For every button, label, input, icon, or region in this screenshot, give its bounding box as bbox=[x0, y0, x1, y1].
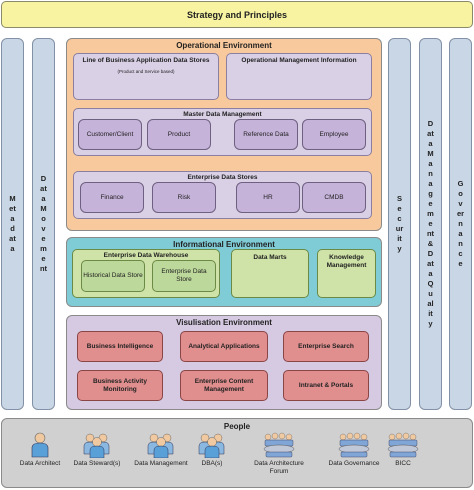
person-bicc: BICC bbox=[368, 430, 438, 482]
eds-finance: Finance bbox=[80, 182, 144, 213]
vis-item-label: Analytical Applications bbox=[188, 342, 260, 350]
people-title: People bbox=[223, 422, 251, 431]
data-management-quality-label: Data Management & Data Quality bbox=[426, 119, 437, 328]
person-label: DBA(s) bbox=[201, 460, 223, 467]
data-management-quality-bar: Data Management & Data Quality bbox=[419, 38, 442, 410]
person-data-governance: Data Governance bbox=[319, 430, 389, 482]
edw-title: Enterprise Data Warehouse bbox=[103, 252, 189, 259]
metadata-bar: Metadata bbox=[1, 38, 24, 410]
single-person-icon bbox=[31, 432, 49, 458]
person-label: Data Steward(s) bbox=[73, 460, 121, 467]
data-movement-label: Data Movement bbox=[39, 174, 48, 273]
person-label: Data Management bbox=[134, 460, 188, 467]
omi-title: Operational Management Information bbox=[241, 57, 357, 64]
data-marts: Data Marts bbox=[231, 249, 309, 298]
strategy-principles-bar: Strategy and Principles bbox=[1, 1, 473, 28]
person-label: Data Governance bbox=[328, 460, 380, 467]
group-people-icon bbox=[83, 433, 110, 458]
vis-item-label: Enterprise Content Management bbox=[194, 377, 254, 393]
person-label: Data Architect bbox=[19, 460, 61, 467]
eds-title: Enterprise Data Stores bbox=[187, 174, 258, 181]
visualisation-title: Visulisation Environment bbox=[176, 318, 272, 327]
edw-item-label: Historical Data Store bbox=[83, 272, 143, 279]
lob-title: Line of Business Application Data Stores bbox=[82, 57, 210, 64]
enterprise-content-management: Enterprise Content Management bbox=[180, 370, 268, 401]
eds-cmdb: CMDB bbox=[302, 182, 366, 213]
metadata-label: Metadata bbox=[9, 194, 16, 253]
lob-subtitle: (Product and Service based) bbox=[117, 69, 175, 74]
group-people-icon bbox=[198, 433, 225, 458]
enterprise-data-store: Enterprise Data Store bbox=[152, 260, 216, 292]
lob-data-stores: Line of Business Application Data Stores… bbox=[73, 53, 219, 100]
vis-item-label: Intranet & Portals bbox=[298, 381, 354, 389]
meeting-table-icon bbox=[387, 432, 419, 458]
eds-item-label: Finance bbox=[100, 193, 124, 201]
meeting-table-icon bbox=[338, 432, 370, 458]
mdm-employee: Employee bbox=[302, 119, 366, 150]
mdm-item-label: Reference Data bbox=[243, 130, 289, 138]
person-dbas: DBA(s) bbox=[177, 430, 247, 482]
enterprise-search: Enterprise Search bbox=[283, 331, 369, 362]
meeting-table-icon bbox=[263, 432, 295, 458]
historical-data-store: Historical Data Store bbox=[81, 260, 145, 292]
data-marts-label: Data Marts bbox=[253, 254, 287, 261]
vis-item-label: Business Activity Monitoring bbox=[93, 377, 147, 393]
knowledge-management: Knowledge Management bbox=[317, 249, 376, 298]
operational-title: Operational Environment bbox=[176, 41, 272, 50]
eds-hr: HR bbox=[236, 182, 300, 213]
eds-item-label: HR bbox=[263, 193, 273, 201]
mdm-item-label: Employee bbox=[319, 130, 349, 138]
group-people-icon bbox=[147, 433, 174, 458]
mdm-item-label: Customer/Client bbox=[86, 130, 134, 138]
mdm-item-label: Product bbox=[167, 130, 191, 138]
eds-risk: Risk bbox=[152, 182, 216, 213]
edw-item-label: Enterprise Data Store bbox=[161, 268, 207, 283]
person-data-management: Data Management bbox=[126, 430, 196, 482]
eds-item-label: Risk bbox=[177, 193, 191, 201]
intranet-portals: Intranet & Portals bbox=[283, 370, 369, 401]
person-data-stewards: Data Steward(s) bbox=[62, 430, 132, 482]
governance-label: Governance bbox=[456, 179, 465, 268]
governance-bar: Governance bbox=[449, 38, 472, 410]
mdm-product: Product bbox=[147, 119, 211, 150]
security-label: Security bbox=[395, 194, 404, 253]
vis-item-label: Enterprise Search bbox=[298, 342, 354, 350]
vis-item-label: Business Intelligence bbox=[86, 342, 154, 350]
person-data-architecture-forum: Data Architecture Forum bbox=[244, 430, 314, 482]
knowledge-management-label: Knowledge Management bbox=[326, 254, 367, 269]
person-data-architect: Data Architect bbox=[5, 430, 75, 482]
person-label: BICC bbox=[395, 460, 411, 467]
mdm-title: Master Data Management bbox=[183, 111, 262, 118]
analytical-applications: Analytical Applications bbox=[180, 331, 268, 362]
mdm-reference-data: Reference Data bbox=[234, 119, 298, 150]
data-movement-bar: Data Movement bbox=[32, 38, 55, 410]
strategy-title: Strategy and Principles bbox=[186, 9, 288, 20]
business-intelligence: Business Intelligence bbox=[77, 331, 163, 362]
eds-item-label: CMDB bbox=[324, 193, 344, 201]
operational-management-information: Operational Management Information bbox=[226, 53, 372, 100]
business-activity-monitoring: Business Activity Monitoring bbox=[77, 370, 163, 401]
informational-title: Informational Environment bbox=[173, 240, 275, 249]
mdm-customer-client: Customer/Client bbox=[78, 119, 142, 150]
security-bar: Security bbox=[388, 38, 411, 410]
person-label: Data Architecture Forum bbox=[254, 460, 304, 475]
